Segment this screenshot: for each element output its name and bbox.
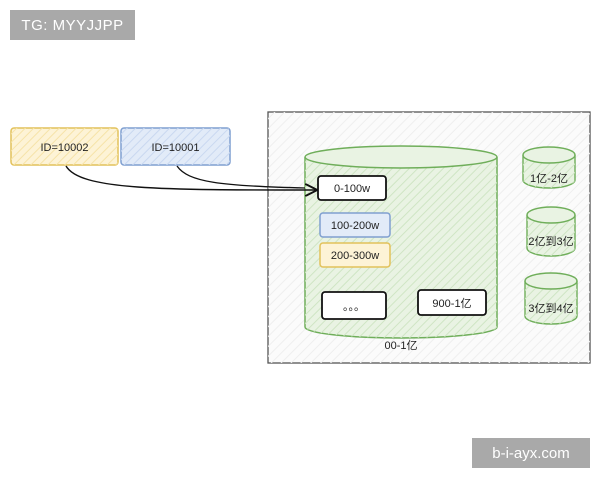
range-box-ellipsis: 。。。 [321, 291, 387, 320]
range-box-900-1yi: 900-1亿 [417, 289, 487, 316]
range-box-0-100w: 0-100w [317, 175, 387, 201]
shard-cylinder-3: 3亿到4亿 [524, 272, 578, 325]
id-box-10002: ID=10002 [10, 127, 119, 166]
tg-watermark: TG: MYYJJPP [10, 10, 135, 40]
shard-label: 2亿到3亿 [528, 235, 573, 248]
arrow-10002-to-range [65, 165, 316, 190]
range-box-label: 200-300w [331, 250, 379, 262]
shard-cylinder-2: 2亿到3亿 [526, 206, 576, 257]
main-database-label: 00-1亿 [384, 339, 417, 352]
range-box-label: 900-1亿 [432, 297, 471, 310]
site-watermark: b-i-ayx.com [472, 438, 590, 468]
arrow-10001-to-range [176, 165, 306, 189]
shard-label: 1亿-2亿 [530, 172, 568, 185]
id-box-10001-label: ID=10001 [151, 142, 199, 154]
range-box-label: 100-200w [331, 220, 379, 232]
range-box-label: 。。。 [343, 301, 365, 313]
range-box-200-300w: 200-300w [319, 242, 391, 268]
shard-label: 3亿到4亿 [528, 302, 573, 315]
shard-cylinder-1: 1亿-2亿 [522, 146, 576, 189]
range-box-label: 0-100w [334, 183, 370, 195]
id-box-10001: ID=10001 [120, 127, 231, 166]
id-box-10002-label: ID=10002 [40, 142, 88, 154]
range-box-100-200w: 100-200w [319, 212, 391, 238]
